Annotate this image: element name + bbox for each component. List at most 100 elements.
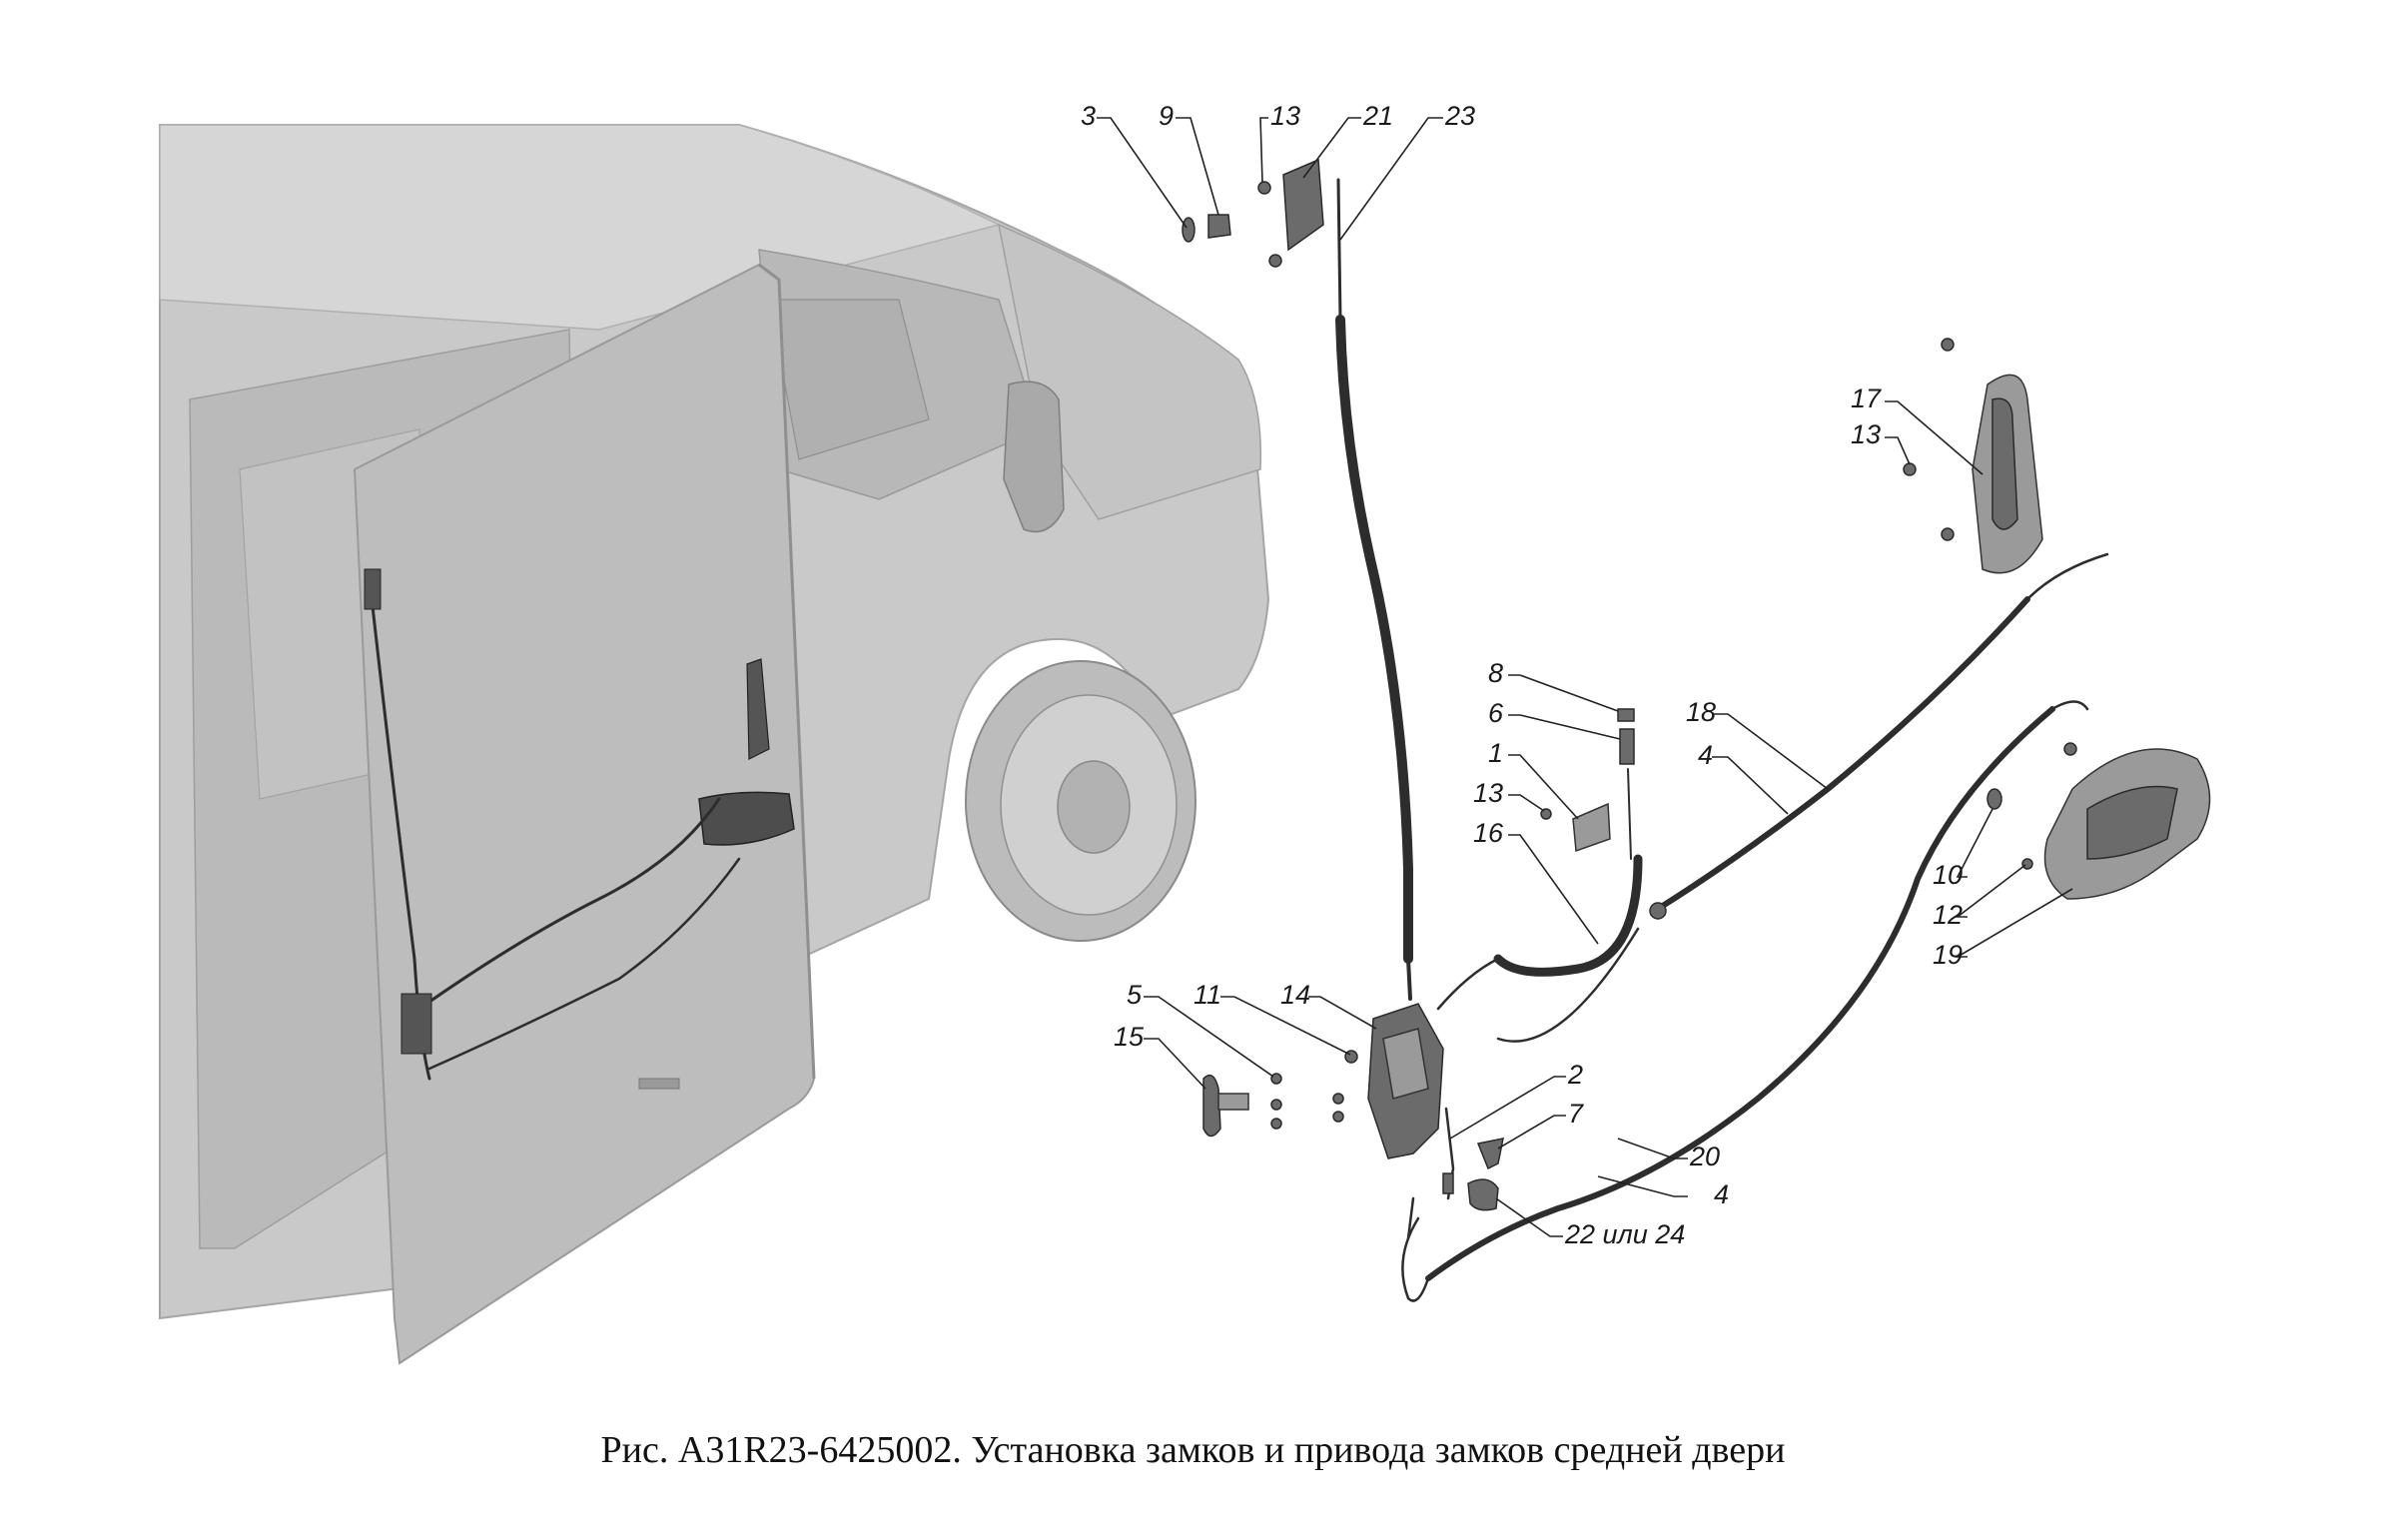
callout-20: 20 xyxy=(1689,1142,1720,1171)
exploded-parts xyxy=(1182,158,2211,1302)
callout-12: 12 xyxy=(1933,900,1963,930)
part-5-screw-b xyxy=(1270,1099,1282,1111)
part-7-icon xyxy=(1476,1138,1504,1170)
leader-19 xyxy=(1955,888,2073,958)
van-door-slot xyxy=(638,1078,680,1090)
cable-part-23-sheath xyxy=(1335,315,1413,964)
part-14-screw-a xyxy=(1332,1093,1344,1105)
van-door-edge xyxy=(758,263,816,1080)
callout-13-mid: 13 xyxy=(1473,778,1503,808)
callout-17: 17 xyxy=(1851,384,1882,413)
part-19-inner xyxy=(2086,785,2178,860)
cable-16-loop xyxy=(1496,927,1640,1043)
callout-11: 11 xyxy=(1193,980,1221,1010)
cable-part-23-end xyxy=(1406,957,1412,1001)
van-interior-seat xyxy=(768,299,930,460)
van-door-cable-2 xyxy=(417,797,721,1011)
leader-18 xyxy=(1712,713,1829,790)
rod-part-6 xyxy=(1627,768,1632,860)
callout-19: 19 xyxy=(1933,940,1963,970)
cable-part-16-sheath xyxy=(1493,854,1643,977)
cable-part-20-sheath xyxy=(1425,706,2055,1281)
van-front-wheel xyxy=(965,660,1196,942)
cable-part-20-tail xyxy=(2050,700,2089,711)
van-hood xyxy=(997,223,1262,520)
callout-14: 14 xyxy=(1280,980,1310,1010)
cable-part-23 xyxy=(1336,178,1342,322)
part-5-icon xyxy=(1270,1073,1282,1085)
callout-13-right: 13 xyxy=(1851,419,1881,449)
callout-18: 18 xyxy=(1686,697,1716,727)
part-13-screw-low xyxy=(1268,254,1282,268)
callout-9: 9 xyxy=(1159,101,1174,131)
callout-4-lower: 4 xyxy=(1714,1179,1729,1209)
callout-22-or-24: 22 или 24 xyxy=(1564,1219,1685,1249)
leader-23 xyxy=(1339,117,1443,241)
part-21-icon xyxy=(1282,158,1324,252)
part-15-icon xyxy=(1202,1074,1221,1138)
leader-21 xyxy=(1302,117,1361,179)
part-14-detail xyxy=(1382,1028,1429,1100)
part-13-screw-top xyxy=(1257,181,1271,195)
callout-13-top: 13 xyxy=(1270,101,1300,131)
part-14-screw-b xyxy=(1332,1111,1344,1123)
callout-1: 1 xyxy=(1488,738,1503,768)
figure-caption: Рис. А31R23-6425002. Установка замков и … xyxy=(600,1429,1786,1471)
leader-15 xyxy=(1144,1038,1206,1090)
part-13-screw-17b xyxy=(1903,462,1917,476)
leader-7 xyxy=(1497,1115,1566,1150)
leader-11 xyxy=(1220,996,1351,1056)
callout-leaders xyxy=(1097,117,2073,1237)
leader-5 xyxy=(1144,996,1274,1078)
leader-12 xyxy=(1955,864,2026,918)
part-10-icon xyxy=(1987,788,2002,810)
leader-13c xyxy=(1508,794,1545,812)
part-13-screw-17a xyxy=(1941,338,1955,352)
part-12-icon xyxy=(2021,858,2033,870)
van-door-lock xyxy=(400,993,432,1055)
callout-7: 7 xyxy=(1568,1099,1584,1129)
callout-10: 10 xyxy=(1933,860,1963,890)
part-3-icon xyxy=(1182,217,1195,243)
callout-21: 21 xyxy=(1362,101,1393,131)
callout-4-upper: 4 xyxy=(1698,740,1713,770)
cable-part-4-lower xyxy=(1406,1196,1415,1240)
van-side-mirror xyxy=(1003,381,1065,533)
callout-6: 6 xyxy=(1488,698,1504,728)
leader-13b xyxy=(1885,436,1911,465)
van-door-rear-handle xyxy=(746,658,770,760)
part-8-icon xyxy=(1617,708,1635,722)
leader-10 xyxy=(1956,808,1993,878)
cable-18-collar xyxy=(1649,902,1667,920)
part-19-screw xyxy=(2063,742,2077,756)
van-door-handle xyxy=(698,791,795,846)
leader-4b xyxy=(1597,1175,1688,1197)
leader-14 xyxy=(1308,996,1377,1030)
part-22-clip xyxy=(1442,1172,1454,1194)
leader-13a xyxy=(1259,117,1268,184)
part-5-screw-c xyxy=(1270,1118,1282,1130)
callout-labels: 3 9 13 21 23 17 13 8 6 1 13 16 18 4 10 1… xyxy=(1081,101,1963,1249)
part-15-plate xyxy=(1217,1093,1249,1111)
cable-part-20-wire xyxy=(1401,1216,1430,1302)
cable-part-18-wire xyxy=(2025,552,2109,601)
callout-2: 2 xyxy=(1567,1060,1583,1090)
leader-9 xyxy=(1176,117,1219,216)
callout-16: 16 xyxy=(1473,818,1504,848)
cable-part-16-wire xyxy=(1436,957,1500,1011)
callout-23: 23 xyxy=(1444,101,1475,131)
callout-5: 5 xyxy=(1127,980,1143,1010)
cable-part-18-sheath xyxy=(1655,596,2030,912)
part-13-screw-17c xyxy=(1941,527,1955,541)
leader-6 xyxy=(1508,714,1621,740)
leader-8 xyxy=(1508,674,1619,712)
leader-4a xyxy=(1712,756,1789,815)
part-1-icon xyxy=(1572,802,1611,853)
leader-3 xyxy=(1097,117,1188,229)
van-illustration xyxy=(159,124,1270,1365)
callout-15: 15 xyxy=(1114,1022,1145,1052)
leader-16 xyxy=(1508,834,1599,945)
van-door-cable-3 xyxy=(427,857,741,1071)
